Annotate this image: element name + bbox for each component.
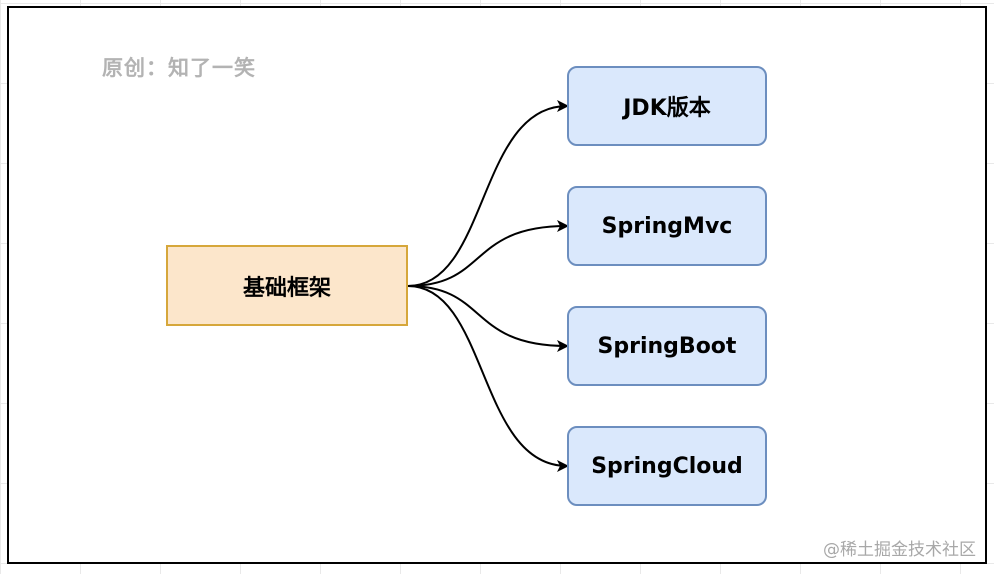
root-node[interactable]: 基础框架 <box>166 245 408 326</box>
child-node-springboot[interactable]: SpringBoot <box>567 306 767 386</box>
child-node-label: SpringMvc <box>601 213 733 239</box>
child-node-label: SpringBoot <box>597 333 737 359</box>
child-node-label: SpringCloud <box>591 453 743 479</box>
root-node-label: 基础框架 <box>242 275 331 301</box>
edge-to-springmvc <box>407 220 569 287</box>
child-node-label: JDK版本 <box>623 96 711 121</box>
child-node-jdk[interactable]: JDK版本 <box>567 66 767 146</box>
author-watermark: 原创：知了一笑 <box>102 56 256 80</box>
edge-to-springboot <box>407 285 569 352</box>
footer-credit: @稀土掘金技术社区 <box>823 540 976 560</box>
edge-to-springcloud <box>407 285 569 472</box>
child-node-springcloud[interactable]: SpringCloud <box>567 426 767 506</box>
edge-to-jdk <box>407 100 569 287</box>
child-node-springmvc[interactable]: SpringMvc <box>567 186 767 266</box>
